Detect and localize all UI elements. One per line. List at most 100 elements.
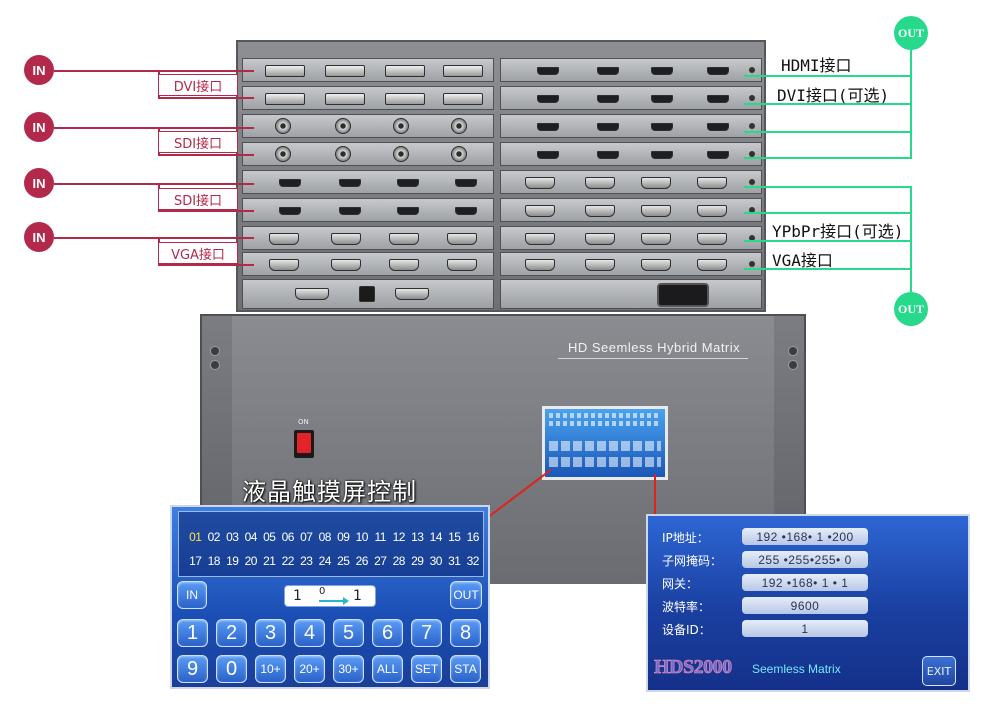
channel-01[interactable]: 01	[189, 530, 202, 544]
input-card-vga-2	[242, 252, 494, 276]
rack-ear-hole	[210, 346, 220, 356]
vga-port	[525, 177, 555, 189]
channel-26[interactable]: 26	[355, 554, 369, 568]
key-6[interactable]: 6	[372, 619, 403, 647]
key-4[interactable]: 4	[294, 619, 325, 647]
dvi-port	[443, 65, 483, 77]
channel-25[interactable]: 25	[337, 554, 350, 568]
dvi-port	[325, 65, 365, 77]
output-label-vga: VGA接口	[772, 251, 833, 270]
channel-20[interactable]: 20	[244, 554, 258, 568]
front-touch-screen[interactable]	[542, 406, 668, 480]
output-card-hdmi-4	[500, 142, 762, 166]
input-line	[158, 97, 254, 99]
channel-28[interactable]: 28	[392, 554, 406, 568]
network-field-input[interactable]: 9600	[742, 597, 868, 614]
in-key[interactable]: IN	[177, 581, 207, 609]
dvi-port	[325, 93, 365, 105]
network-field-input[interactable]: 192 •168• 1 •200	[742, 528, 868, 545]
hdmi-port	[279, 179, 301, 187]
key-1[interactable]: 1	[177, 619, 208, 647]
key-2[interactable]: 2	[216, 619, 247, 647]
channel-10[interactable]: 10	[355, 530, 369, 544]
key-8[interactable]: 8	[450, 619, 481, 647]
hdmi-port	[651, 151, 673, 159]
channel-32[interactable]: 32	[466, 554, 480, 568]
channel-21[interactable]: 21	[263, 554, 276, 568]
channel-17[interactable]: 17	[189, 554, 202, 568]
exit-button[interactable]: EXIT	[922, 656, 956, 686]
screw	[749, 235, 755, 241]
output-line	[744, 157, 912, 159]
key-9[interactable]: 9	[177, 655, 208, 683]
key-7[interactable]: 7	[411, 619, 442, 647]
channel-13[interactable]: 13	[411, 530, 424, 544]
hdmi-port	[537, 95, 559, 103]
channel-11[interactable]: 11	[374, 530, 387, 544]
channel-30[interactable]: 30	[429, 554, 443, 568]
power-switch[interactable]	[294, 430, 314, 458]
channel-02[interactable]: 02	[207, 530, 221, 544]
channel-04[interactable]: 04	[244, 530, 258, 544]
channel-07[interactable]: 07	[300, 530, 313, 544]
out-key[interactable]: OUT	[450, 581, 482, 609]
bnc-port	[451, 146, 467, 162]
channel-27[interactable]: 27	[374, 554, 387, 568]
channel-03[interactable]: 03	[226, 530, 239, 544]
key-3[interactable]: 3	[255, 619, 286, 647]
input-label-sdi-1: SDI接口	[158, 131, 238, 153]
channel-05[interactable]: 05	[263, 530, 276, 544]
control-strip	[242, 279, 494, 309]
channel-16[interactable]: 16	[466, 530, 480, 544]
channel-19[interactable]: 19	[226, 554, 239, 568]
key-sta[interactable]: STA	[450, 655, 481, 683]
mini-channel-row	[549, 413, 661, 418]
key-set[interactable]: SET	[411, 655, 442, 683]
power-switch-label: ON	[298, 418, 309, 426]
screw	[749, 151, 755, 157]
network-field-input[interactable]: 1	[742, 620, 868, 637]
key-all[interactable]: ALL	[372, 655, 403, 683]
vga-port	[697, 177, 727, 189]
hdmi-port	[537, 67, 559, 75]
output-label-ypbpr: YPbPr接口(可选)	[772, 222, 904, 241]
hdmi-port	[397, 179, 419, 187]
channel-14[interactable]: 14	[429, 530, 443, 544]
screw	[749, 179, 755, 185]
channel-23[interactable]: 23	[300, 554, 313, 568]
key-10plus[interactable]: 10+	[255, 655, 286, 683]
channel-31[interactable]: 31	[448, 554, 461, 568]
input-card-dvi-2	[242, 86, 494, 110]
key-5[interactable]: 5	[333, 619, 364, 647]
bnc-port	[275, 118, 291, 134]
channel-12[interactable]: 12	[392, 530, 406, 544]
channel-15[interactable]: 15	[448, 530, 461, 544]
input-line	[54, 183, 254, 185]
bnc-port	[335, 146, 351, 162]
route-display: 1 0 1	[284, 585, 376, 607]
network-field-input[interactable]: 255 •255•255• 0	[742, 551, 868, 568]
output-line	[910, 186, 912, 292]
channel-24[interactable]: 24	[318, 554, 332, 568]
channel-06[interactable]: 06	[281, 530, 295, 544]
hdmi-port	[707, 95, 729, 103]
channel-22[interactable]: 22	[281, 554, 295, 568]
network-field-input[interactable]: 192 •168• 1 • 1	[742, 574, 868, 591]
dvi-port	[385, 65, 425, 77]
vga-port	[641, 233, 671, 245]
bnc-port	[451, 118, 467, 134]
dvi-port	[385, 93, 425, 105]
channel-08[interactable]: 08	[318, 530, 332, 544]
output-line	[744, 131, 912, 133]
key-30plus[interactable]: 30+	[333, 655, 364, 683]
key-20plus[interactable]: 20+	[294, 655, 325, 683]
mini-key-row	[549, 441, 661, 451]
channel-09[interactable]: 09	[337, 530, 350, 544]
key-0[interactable]: 0	[216, 655, 247, 683]
input-label-dvi: DVI接口	[158, 74, 238, 96]
channel-29[interactable]: 29	[411, 554, 424, 568]
input-card-hdmi-1	[242, 170, 494, 194]
input-line	[158, 154, 254, 156]
channel-18[interactable]: 18	[207, 554, 221, 568]
title-underline	[558, 358, 748, 359]
